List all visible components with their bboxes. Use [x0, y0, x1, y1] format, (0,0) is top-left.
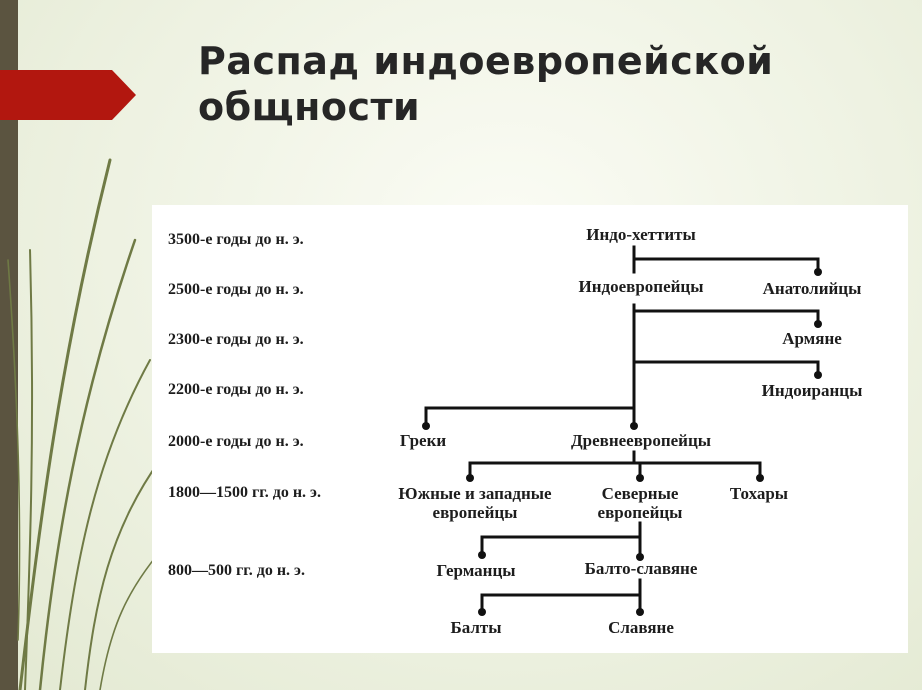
node-south-west-line-2: европейцы [432, 503, 518, 522]
connector-dot [422, 422, 430, 430]
node-tocharians: Тохары [729, 484, 789, 503]
node-slavs: Славяне [608, 618, 674, 637]
timeline-label: 2500-е годы до н. э. [168, 281, 304, 298]
title-line-2: общности [198, 85, 421, 129]
node-north-line-2: европейцы [597, 503, 683, 522]
timeline-label: 2000-е годы до н. э. [168, 433, 304, 450]
node-anatolians: Анатолийцы [762, 279, 862, 298]
node-armenians: Армяне [782, 329, 842, 348]
connector-dot [478, 608, 486, 616]
connector-dot [630, 422, 638, 430]
connector-dot [478, 551, 486, 559]
red-arrow-tab [0, 70, 136, 120]
connector-dot [814, 268, 822, 276]
connector-dot [636, 553, 644, 561]
connector-dot [466, 474, 474, 482]
timeline-label: 800—500 гг. до н. э. [168, 562, 305, 579]
node-north-line-1: Северные [601, 484, 679, 503]
timeline-label: 2300-е годы до н. э. [168, 331, 304, 348]
diagram-panel [152, 205, 908, 653]
timeline-label: 1800—1500 гг. до н. э. [168, 484, 321, 501]
node-south-west-europeans: Южные и западные европейцы [398, 484, 551, 522]
left-accent-bar [0, 0, 18, 690]
node-indo-hittites: Индо-хеттиты [586, 225, 696, 244]
title-line-1: Распад индоевропейской [198, 39, 774, 83]
node-south-west-line-1: Южные и западные [398, 484, 552, 503]
grass-decoration [7, 158, 171, 690]
node-balts: Балты [450, 618, 502, 637]
node-north-europeans: Северные европейцы [598, 484, 683, 522]
connector-dot [814, 371, 822, 379]
node-germans: Германцы [436, 561, 516, 580]
node-balto-slavs: Балто-славяне [584, 559, 698, 578]
connector-dot [756, 474, 764, 482]
node-indo-iranians: Индоиранцы [761, 381, 863, 400]
timeline-label: 2200-е годы до н. э. [168, 381, 304, 398]
node-indo-europeans: Индоевропейцы [578, 277, 704, 296]
node-ancient-europeans: Древнеевропейцы [570, 431, 712, 450]
slide-title: Распад индоевропейской общности [198, 38, 898, 130]
connector-dot [814, 320, 822, 328]
timeline-label: 3500-е годы до н. э. [168, 231, 304, 248]
connector-dot [636, 608, 644, 616]
node-greeks: Греки [399, 431, 447, 450]
connector-dot [636, 474, 644, 482]
